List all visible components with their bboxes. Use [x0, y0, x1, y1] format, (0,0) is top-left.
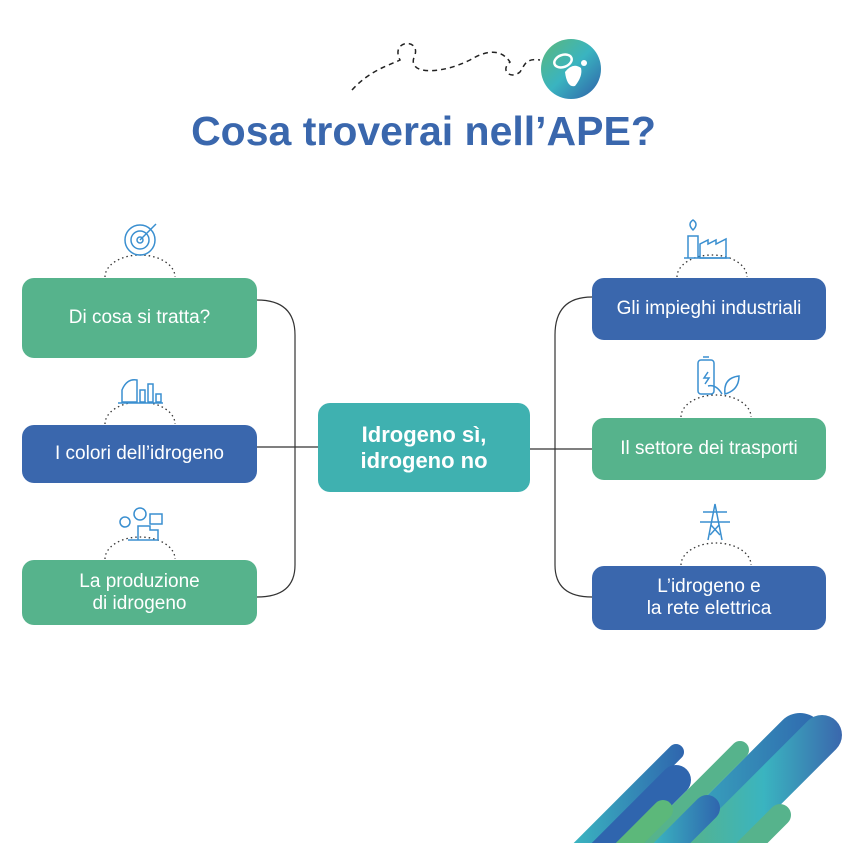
central-topic[interactable]: Idrogeno sì, idrogeno no: [318, 403, 530, 492]
decorative-stripes: [573, 712, 842, 843]
topic-rete-elettrica[interactable]: L’idrogeno e la rete elettrica: [592, 566, 826, 630]
page-title: Cosa troverai nell’APE?: [191, 108, 656, 154]
target-icon: [124, 223, 157, 256]
industry-plant-icon: [684, 219, 730, 259]
topic-produzione-idrogeno[interactable]: La produzione di idrogeno: [22, 560, 257, 625]
topic-di-cosa-si-tratta[interactable]: Di cosa si tratta?: [22, 278, 257, 358]
decorative-stripe: [591, 765, 691, 843]
power-pylon-icon: [700, 503, 730, 541]
topic-settore-trasporti[interactable]: Il settore dei trasporti: [592, 418, 826, 480]
bee-logo-icon: [541, 39, 601, 99]
decorative-stripe: [573, 743, 684, 843]
factory-chart-icon: [118, 378, 163, 404]
topic-impieghi-industriali[interactable]: Gli impieghi industriali: [592, 278, 826, 340]
decorative-stripe: [615, 800, 673, 843]
decorative-stripe: [736, 803, 791, 843]
dashed-flight-path: [351, 42, 541, 91]
connector-lines: [256, 296, 593, 598]
decorative-stripe: [653, 795, 720, 843]
topic-colori-idrogeno[interactable]: I colori dell’idrogeno: [22, 425, 257, 483]
energy-production-icon: [119, 507, 163, 541]
battery-leaf-icon: [697, 356, 740, 395]
decorative-stripe: [685, 715, 842, 843]
